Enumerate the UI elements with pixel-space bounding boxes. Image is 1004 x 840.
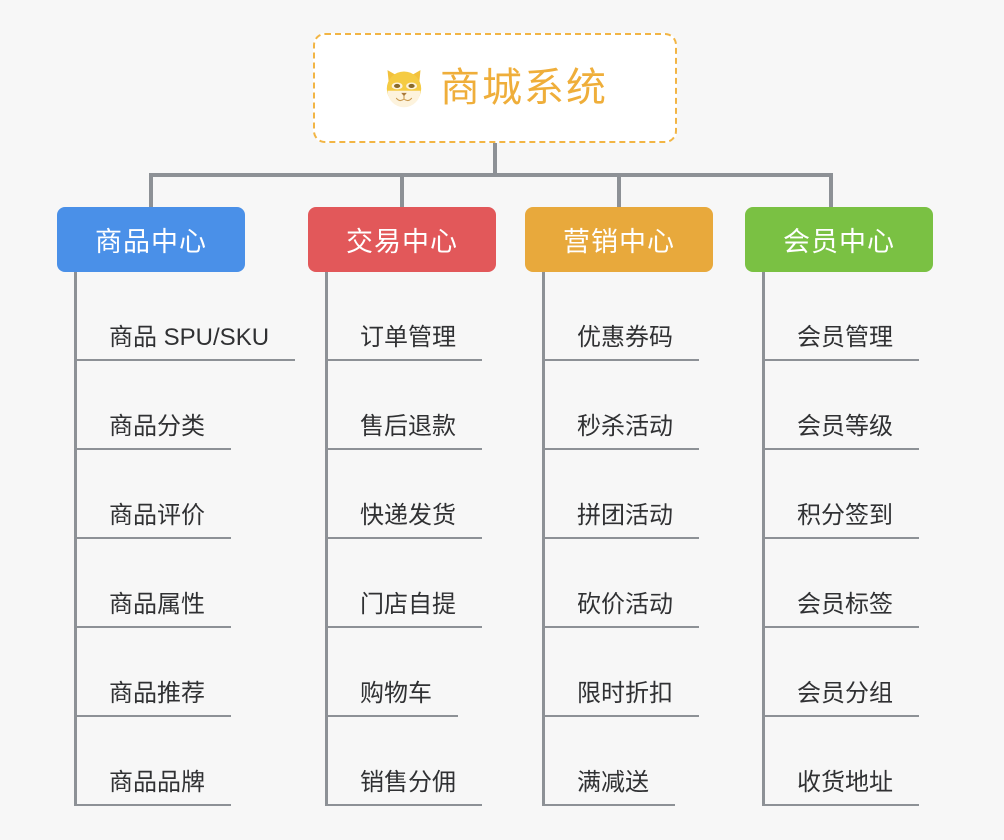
leaf-label: 会员标签 <box>765 591 919 628</box>
branch-trade: 订单管理 售后退款 快递发货 门店自提 购物车 销售分佣 <box>325 272 482 806</box>
leaf-label: 收货地址 <box>765 769 919 806</box>
list-item[interactable]: 商品品牌 <box>77 717 295 806</box>
category-header-label: 会员中心 <box>783 227 895 257</box>
connector-horizontal-bar <box>149 173 833 177</box>
leaf-label: 售后退款 <box>328 413 482 450</box>
leaf-label: 砍价活动 <box>545 591 699 628</box>
leaf-label: 商品分类 <box>77 413 231 450</box>
list-item[interactable]: 商品属性 <box>77 539 295 628</box>
branch-marketing: 优惠券码 秒杀活动 拼团活动 砍价活动 限时折扣 满减送 <box>542 272 699 806</box>
list-item[interactable]: 售后退款 <box>328 361 482 450</box>
list-item[interactable]: 积分签到 <box>765 450 919 539</box>
root-node[interactable]: 商城系统 <box>313 33 677 143</box>
connector-drop-4 <box>829 173 833 209</box>
list-item[interactable]: 砍价活动 <box>545 539 699 628</box>
list-item[interactable]: 商品推荐 <box>77 628 295 717</box>
leaf-label: 秒杀活动 <box>545 413 699 450</box>
category-column-trade: 交易中心 订单管理 售后退款 快递发货 门店自提 购物车 销售分佣 <box>308 207 496 806</box>
list-item[interactable]: 会员标签 <box>765 539 919 628</box>
branch-member: 会员管理 会员等级 积分签到 会员标签 会员分组 收货地址 <box>762 272 919 806</box>
dog-face-icon <box>382 66 426 110</box>
category-column-product: 商品中心 商品 SPU/SKU 商品分类 商品评价 商品属性 商品推荐 商品品牌 <box>57 207 296 806</box>
leaf-label: 销售分佣 <box>328 769 482 806</box>
leaf-label: 购物车 <box>328 680 458 717</box>
leaf-label: 会员分组 <box>765 680 919 717</box>
leaf-label: 限时折扣 <box>545 680 699 717</box>
category-column-member: 会员中心 会员管理 会员等级 积分签到 会员标签 会员分组 收货地址 <box>745 207 933 806</box>
list-item[interactable]: 会员等级 <box>765 361 919 450</box>
list-item[interactable]: 会员管理 <box>765 272 919 361</box>
list-item[interactable]: 购物车 <box>328 628 482 717</box>
list-item[interactable]: 销售分佣 <box>328 717 482 806</box>
list-item[interactable]: 订单管理 <box>328 272 482 361</box>
category-header-label: 商品中心 <box>95 227 207 257</box>
leaf-label: 商品评价 <box>77 502 231 539</box>
leaf-label: 积分签到 <box>765 502 919 539</box>
connector-drop-2 <box>400 173 404 209</box>
leaf-label: 会员管理 <box>765 324 919 361</box>
category-column-marketing: 营销中心 优惠券码 秒杀活动 拼团活动 砍价活动 限时折扣 满减送 <box>525 207 713 806</box>
category-header-member[interactable]: 会员中心 <box>745 207 933 272</box>
category-header-trade[interactable]: 交易中心 <box>308 207 496 272</box>
branch-product: 商品 SPU/SKU 商品分类 商品评价 商品属性 商品推荐 商品品牌 <box>74 272 296 806</box>
connector-drop-3 <box>617 173 621 209</box>
list-item[interactable]: 收货地址 <box>765 717 919 806</box>
leaf-label: 商品属性 <box>77 591 231 628</box>
leaf-label: 商品推荐 <box>77 680 231 717</box>
leaf-label: 门店自提 <box>328 591 482 628</box>
list-item[interactable]: 商品分类 <box>77 361 295 450</box>
list-item[interactable]: 拼团活动 <box>545 450 699 539</box>
category-header-product[interactable]: 商品中心 <box>57 207 245 272</box>
list-item[interactable]: 商品评价 <box>77 450 295 539</box>
leaf-label: 拼团活动 <box>545 502 699 539</box>
category-header-label: 营销中心 <box>563 227 675 257</box>
list-item[interactable]: 限时折扣 <box>545 628 699 717</box>
leaf-label: 会员等级 <box>765 413 919 450</box>
leaf-label: 商品品牌 <box>77 769 231 806</box>
leaf-label: 商品 SPU/SKU <box>77 324 296 361</box>
list-item[interactable]: 商品 SPU/SKU <box>77 272 296 361</box>
list-item[interactable]: 优惠券码 <box>545 272 699 361</box>
list-item[interactable]: 满减送 <box>545 717 699 806</box>
leaf-label: 优惠券码 <box>545 324 699 361</box>
leaf-label: 订单管理 <box>328 324 482 361</box>
root-title: 商城系统 <box>440 66 608 110</box>
category-header-label: 交易中心 <box>346 227 458 257</box>
leaf-label: 满减送 <box>545 769 675 806</box>
list-item[interactable]: 秒杀活动 <box>545 361 699 450</box>
list-item[interactable]: 门店自提 <box>328 539 482 628</box>
list-item[interactable]: 快递发货 <box>328 450 482 539</box>
leaf-label: 快递发货 <box>328 502 482 539</box>
category-header-marketing[interactable]: 营销中心 <box>525 207 713 272</box>
connector-root-stem <box>493 143 497 177</box>
list-item[interactable]: 会员分组 <box>765 628 919 717</box>
connector-drop-1 <box>149 173 153 209</box>
